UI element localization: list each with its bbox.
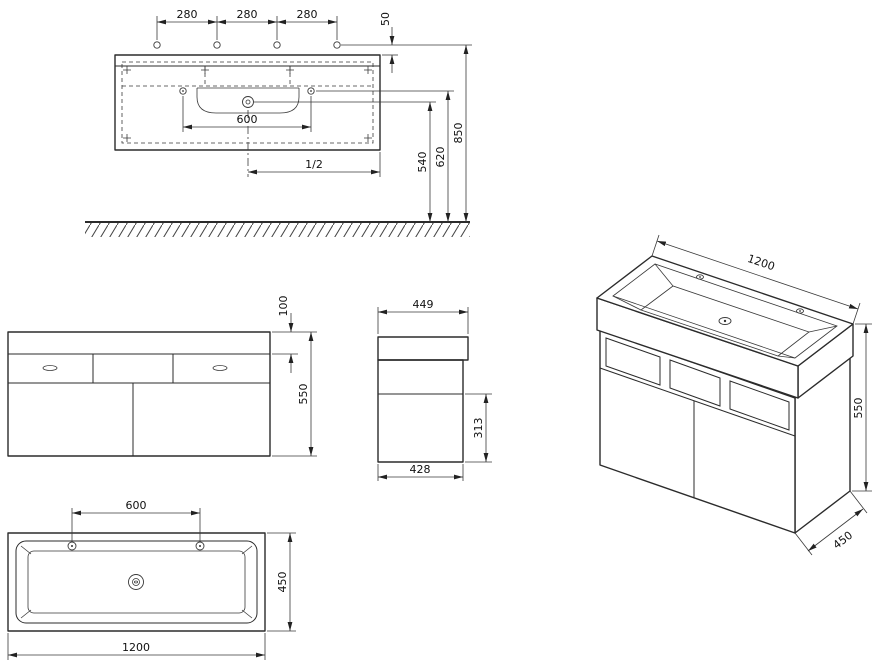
extension-line xyxy=(794,532,813,556)
mounting-hole xyxy=(333,41,341,49)
dim-basin-height: 100 xyxy=(272,296,317,373)
dim-half-width: 1/2 xyxy=(247,110,381,177)
dim-depth: 450 xyxy=(267,532,296,632)
cabinet-outline xyxy=(114,54,381,151)
screw-mark xyxy=(201,66,209,74)
dim-width: 1200 xyxy=(7,633,266,660)
dim-heights: 540 620 850 xyxy=(254,45,469,222)
dim-tap-spacing: 600 xyxy=(71,499,201,541)
dim-top-depth: 449 xyxy=(377,298,469,334)
mounting-hole xyxy=(153,41,161,49)
dim-body-depth: 428 xyxy=(377,463,464,481)
dim-label-mount-height: 850 xyxy=(452,123,465,144)
bowl-corner-line xyxy=(808,325,838,333)
screw-mark xyxy=(123,134,131,142)
extension-line xyxy=(651,234,660,257)
bowl-corner-line xyxy=(20,609,32,619)
dim-label-tap-spacing: 600 xyxy=(237,113,258,126)
floor-hatch xyxy=(85,223,470,237)
side-view: 449 428 313 xyxy=(377,298,492,481)
dim-label-spacing-1: 280 xyxy=(177,8,198,21)
dim-label-hole-offset: 50 xyxy=(379,12,392,26)
dim-label-spacing-3: 280 xyxy=(297,8,318,21)
drawer-top-line xyxy=(599,367,796,437)
tap-hole-center xyxy=(199,545,201,547)
dimension-line xyxy=(656,240,859,310)
drain-center xyxy=(723,319,727,323)
drain-hole-inner xyxy=(132,578,140,586)
bowl-bottom xyxy=(27,550,246,614)
screw-mark xyxy=(286,66,294,74)
dim-label-width: 1200 xyxy=(746,252,777,273)
hidden-carcass-outline xyxy=(121,61,374,144)
cabinet-front-outline xyxy=(7,331,271,457)
screw-mark xyxy=(364,66,372,74)
perspective-view: 1200 550 450 xyxy=(596,234,872,556)
dim-hole-offset: 50 xyxy=(341,12,472,73)
bowl-corner-line xyxy=(20,545,32,555)
dim-total-height: 550 xyxy=(272,332,317,457)
drain-hole-inner xyxy=(245,99,251,105)
installation-view: 280 280 280 50 600 1/2 xyxy=(85,8,472,237)
basin-plan-outline xyxy=(7,532,266,632)
tap-hole-center xyxy=(799,310,801,312)
drain-hole xyxy=(242,96,254,108)
dim-label-spacing-2: 280 xyxy=(237,8,258,21)
drain-hole xyxy=(128,574,144,590)
dim-label-depth: 450 xyxy=(831,529,856,552)
niche-opening xyxy=(669,359,721,407)
dim-label-body-depth: 428 xyxy=(410,463,431,476)
plan-view: 600 450 1200 xyxy=(7,499,296,660)
dim-label-drain-height: 540 xyxy=(416,152,429,173)
bowl-corner-line xyxy=(612,295,642,311)
dim-label-height: 550 xyxy=(852,398,865,419)
screw-mark xyxy=(364,134,372,142)
tap-hole-center xyxy=(699,276,701,278)
extension-line xyxy=(852,302,861,325)
niche-opening xyxy=(729,380,790,431)
tap-hole-center xyxy=(310,90,312,92)
dim-label-half: 1/2 xyxy=(305,158,323,171)
dim-label-tap-spacing: 600 xyxy=(126,499,147,512)
bowl-corner-line xyxy=(777,355,796,359)
dim-label-basin-height: 100 xyxy=(277,296,290,317)
tap-hole-center xyxy=(182,90,184,92)
niche-slot xyxy=(212,365,228,371)
bowl-corner-line xyxy=(241,545,253,555)
front-view: 100 550 xyxy=(7,296,317,457)
dim-label-depth: 450 xyxy=(276,572,289,593)
dim-height: 550 xyxy=(852,323,872,492)
mounting-hole xyxy=(273,41,281,49)
dim-drawer-height: 313 xyxy=(465,393,492,463)
bowl-corner-line xyxy=(241,609,253,619)
cabinet-side-outline xyxy=(377,359,464,463)
dim-label-width: 1200 xyxy=(122,641,150,654)
dim-label-total-height: 550 xyxy=(297,384,310,405)
dimension-line xyxy=(807,508,864,552)
dim-tap-spacing: 600 xyxy=(182,96,312,132)
screw-mark xyxy=(123,66,131,74)
drain-slot xyxy=(133,580,138,584)
basin-side-outline xyxy=(377,336,469,361)
dim-label-drawer-height: 313 xyxy=(472,418,485,439)
dim-label-rim-height: 620 xyxy=(434,147,447,168)
bowl-rim xyxy=(15,540,258,624)
niche-slot xyxy=(42,365,58,371)
niche-opening xyxy=(605,337,661,386)
mounting-hole xyxy=(213,41,221,49)
tap-hole-center xyxy=(71,545,73,547)
dim-label-top-depth: 449 xyxy=(413,298,434,311)
extension-line xyxy=(849,490,868,514)
dim-hole-spacing: 280 280 280 xyxy=(156,8,338,40)
